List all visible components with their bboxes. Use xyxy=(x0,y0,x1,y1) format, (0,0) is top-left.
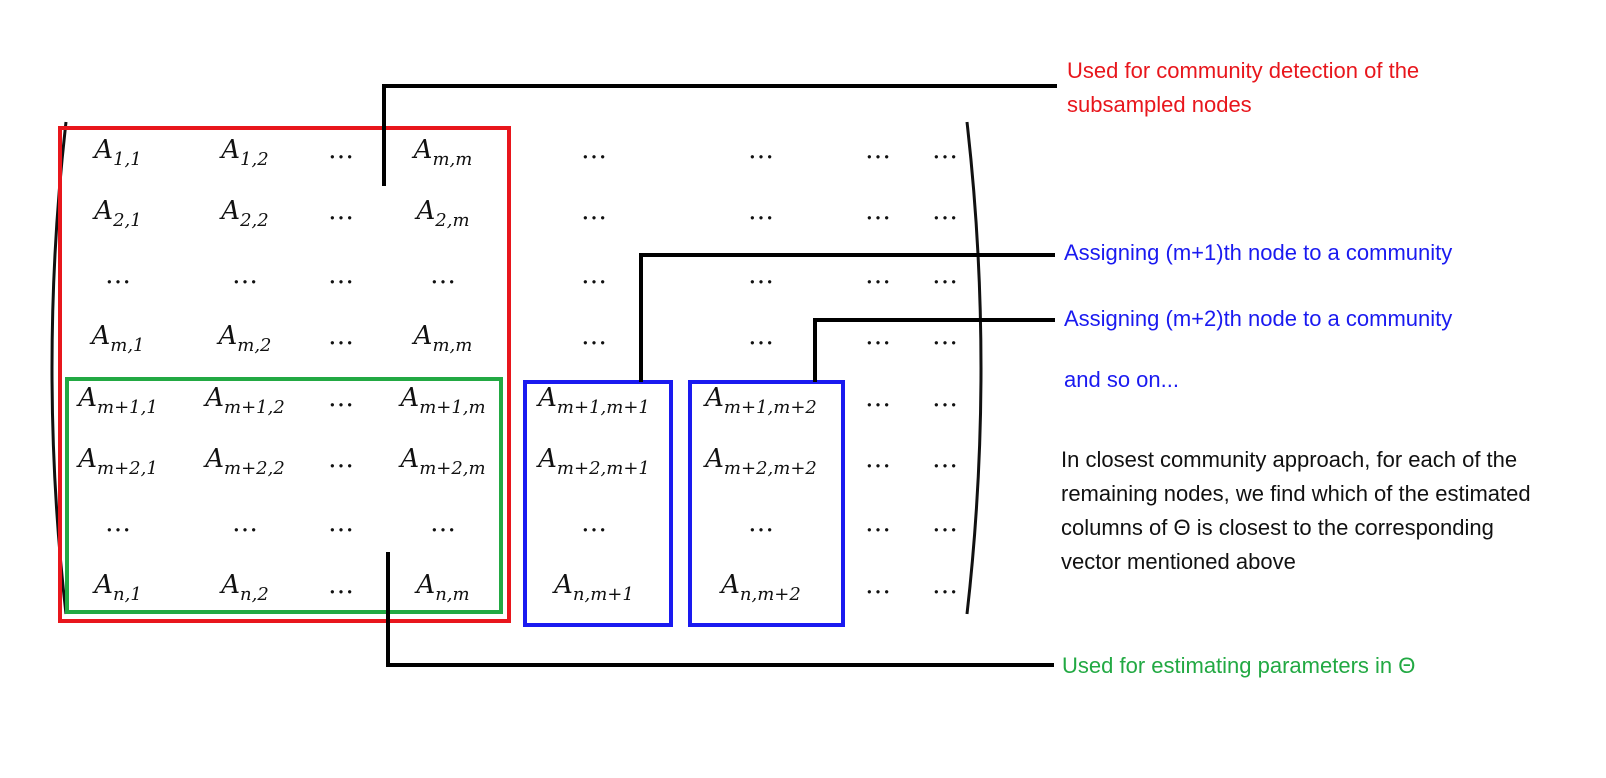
annotation-community-detection: Used for community detection of the subs… xyxy=(1067,58,1420,117)
matrix-ellipsis: … xyxy=(232,260,258,290)
matrix-ellipsis: … xyxy=(932,508,958,538)
matrix-ellipsis: … xyxy=(581,508,607,538)
matrix-ellipsis: … xyxy=(865,196,891,226)
matrix-entry: Am+1,m+2 xyxy=(703,383,817,418)
matrix-ellipsis: … xyxy=(328,321,354,351)
matrix-ellipsis: … xyxy=(328,383,354,413)
matrix-entry: An,m+2 xyxy=(719,570,801,605)
matrix-ellipsis: … xyxy=(865,508,891,538)
matrix-entry: Am+1,1 xyxy=(76,383,158,418)
matrix-ellipsis: … xyxy=(328,135,354,165)
matrix-entry: An,2 xyxy=(219,570,269,605)
annotation-estimating-parameters: Used for estimating parameters in Θ xyxy=(1062,653,1416,678)
matrix-entry: A2,m xyxy=(414,196,469,231)
matrix-ellipsis: … xyxy=(328,260,354,290)
matrix-entry: Am+1,m xyxy=(398,383,485,418)
matrix-ellipsis: … xyxy=(581,135,607,165)
matrix-entry: Am,2 xyxy=(216,321,271,356)
matrix-ellipsis: … xyxy=(932,321,958,351)
matrix-ellipsis: … xyxy=(328,570,354,600)
matrix-ellipsis: … xyxy=(932,444,958,474)
green-region-box xyxy=(65,377,503,614)
matrix-ellipsis: … xyxy=(865,570,891,600)
matrix-entry: An,m+1 xyxy=(552,570,634,605)
matrix-entry: Am+2,2 xyxy=(203,444,285,479)
matrix-ellipsis: … xyxy=(748,135,774,165)
matrix-entry: Am+2,m xyxy=(398,444,485,479)
red-region-box xyxy=(58,126,511,623)
matrix-ellipsis: … xyxy=(328,508,354,538)
blue-column-box-m2 xyxy=(688,380,845,627)
annotation-assign-m2: Assigning (m+2)th node to a community xyxy=(1064,306,1453,331)
matrix-ellipsis: … xyxy=(748,508,774,538)
matrix-ellipsis: … xyxy=(748,321,774,351)
matrix-entry: Am,m xyxy=(412,135,473,170)
matrix-entry: An,1 xyxy=(92,570,142,605)
matrix-ellipsis: … xyxy=(865,260,891,290)
matrix-ellipsis: … xyxy=(581,260,607,290)
annotation-assign-m1: Assigning (m+1)th node to a community xyxy=(1064,240,1453,265)
annotation-closest-community: In closest community approach, for each … xyxy=(1061,447,1531,574)
matrix-ellipsis: … xyxy=(932,570,958,600)
right-parenthesis xyxy=(965,121,983,615)
matrix-ellipsis: … xyxy=(865,383,891,413)
matrix-ellipsis: … xyxy=(430,508,456,538)
matrix-entry: Am,m xyxy=(412,321,473,356)
green-connector xyxy=(386,552,1054,667)
matrix-entry: An,m xyxy=(414,570,469,605)
matrix-entry: Am,1 xyxy=(89,321,144,356)
matrix-ellipsis: … xyxy=(748,196,774,226)
matrix-ellipsis: … xyxy=(932,260,958,290)
matrix-entry: A2,1 xyxy=(92,196,141,231)
matrix-ellipsis: … xyxy=(328,444,354,474)
matrix-ellipsis: … xyxy=(232,508,258,538)
matrix-ellipsis: … xyxy=(581,196,607,226)
matrix-ellipsis: … xyxy=(932,135,958,165)
matrix-ellipsis: … xyxy=(105,260,131,290)
annotation-and-so-on: and so on... xyxy=(1064,367,1179,392)
matrix-ellipsis: … xyxy=(932,383,958,413)
matrix-ellipsis: … xyxy=(865,321,891,351)
matrix-entry: A2,2 xyxy=(219,196,268,231)
matrix-entry: A1,1 xyxy=(92,135,141,170)
matrix-entry: Am+2,1 xyxy=(76,444,158,479)
matrix-ellipsis: … xyxy=(581,321,607,351)
matrix-ellipsis: … xyxy=(865,444,891,474)
matrix-entry: Am+1,2 xyxy=(203,383,285,418)
matrix-entry: Am+2,m+2 xyxy=(703,444,817,479)
matrix-ellipsis: … xyxy=(430,260,456,290)
matrix-entry: Am+2,m+1 xyxy=(536,444,650,479)
matrix-cells: A1,1 A1,2 … Am,m … … … … A2,1 A2,2 … A2,m … … … … … … … … … …… xyxy=(76,135,958,605)
red-connector xyxy=(382,84,1057,186)
matrix-ellipsis: … xyxy=(865,135,891,165)
matrix-entry: A1,2 xyxy=(219,135,268,170)
matrix-ellipsis: … xyxy=(748,260,774,290)
blue-connector-m1 xyxy=(639,253,1055,382)
matrix-entry: Am+1,m+1 xyxy=(536,383,650,418)
matrix-ellipsis: … xyxy=(932,196,958,226)
matrix-ellipsis: … xyxy=(105,508,131,538)
blue-column-box-m1 xyxy=(523,380,673,627)
matrix-ellipsis: … xyxy=(328,196,354,226)
blue-connector-m2 xyxy=(813,318,1055,382)
